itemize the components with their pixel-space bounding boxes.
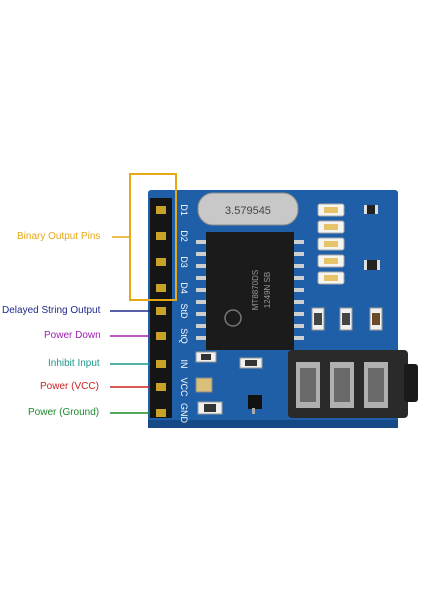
delayed-string-label: Delayed String Output — [2, 305, 101, 316]
ic-pin-right — [292, 336, 304, 340]
led-group — [317, 203, 345, 285]
header-pin-4 — [156, 284, 166, 292]
ic-pin-right — [292, 324, 304, 328]
inhibit-label: Inhibit Input — [48, 358, 100, 369]
ic-marking-2: 1249N SB — [263, 272, 272, 308]
ic-pin-left — [196, 336, 208, 340]
power-down-label: Power Down — [44, 330, 101, 341]
ic-pin-left — [196, 252, 208, 256]
ic-pins-right — [292, 240, 304, 340]
crystal-oscillator — [197, 192, 299, 226]
pcb-shadow-edge — [148, 420, 398, 428]
audio-jack — [288, 350, 418, 418]
pin-silk-stq: StQ — [179, 328, 189, 344]
ic-marking-1: MT8870DS — [251, 270, 260, 310]
ic-pin-right — [292, 252, 304, 256]
smd-resistors-top — [364, 205, 380, 270]
header-pin-9 — [156, 409, 166, 417]
ic-pin-right — [292, 264, 304, 268]
crystal-label: 3.579545 — [225, 205, 271, 217]
header-pin-2 — [156, 232, 166, 240]
ic-pin-left — [196, 300, 208, 304]
ic-chip — [206, 232, 294, 350]
smd-components-bottom — [195, 351, 263, 415]
ic-logo — [224, 309, 242, 327]
ground-label: Power (Ground) — [28, 407, 100, 418]
ic-pin-right — [292, 300, 304, 304]
pin-silk-gnd: GND — [179, 403, 189, 424]
header-pin-3 — [156, 258, 166, 266]
ic-pins-left — [196, 240, 208, 340]
ic-pin-right — [292, 288, 304, 292]
ic-pin-left — [196, 240, 208, 244]
pin-silk-d4: D4 — [179, 282, 189, 294]
header-pin-6 — [156, 332, 166, 340]
ic-pin-right — [292, 276, 304, 280]
smd-components-mid — [311, 307, 383, 331]
pin-silk-std: StD — [179, 303, 189, 319]
ic-pin-right — [292, 312, 304, 316]
vcc-label: Power (VCC) — [40, 381, 99, 392]
header-pin-1 — [156, 206, 166, 214]
pin-silk-d3: D3 — [179, 256, 189, 268]
ic-pin-left — [196, 312, 208, 316]
ic-pin-left — [196, 324, 208, 328]
header-pin-5 — [156, 307, 166, 315]
pin-header — [150, 198, 172, 418]
binary-output-label: Binary Output Pins — [17, 231, 101, 242]
header-pin-8 — [156, 383, 166, 391]
ic-pin-left — [196, 276, 208, 280]
ic-pin-left — [196, 288, 208, 292]
header-pin-7 — [156, 360, 166, 368]
pin-silk-vcc: VCC — [179, 377, 189, 397]
ic-pin-right — [292, 240, 304, 244]
pin-silk-d2: D2 — [179, 230, 189, 242]
pin-silk-in: IN — [179, 360, 189, 369]
pin-silk-d1: D1 — [179, 204, 189, 216]
ic-pin-left — [196, 264, 208, 268]
